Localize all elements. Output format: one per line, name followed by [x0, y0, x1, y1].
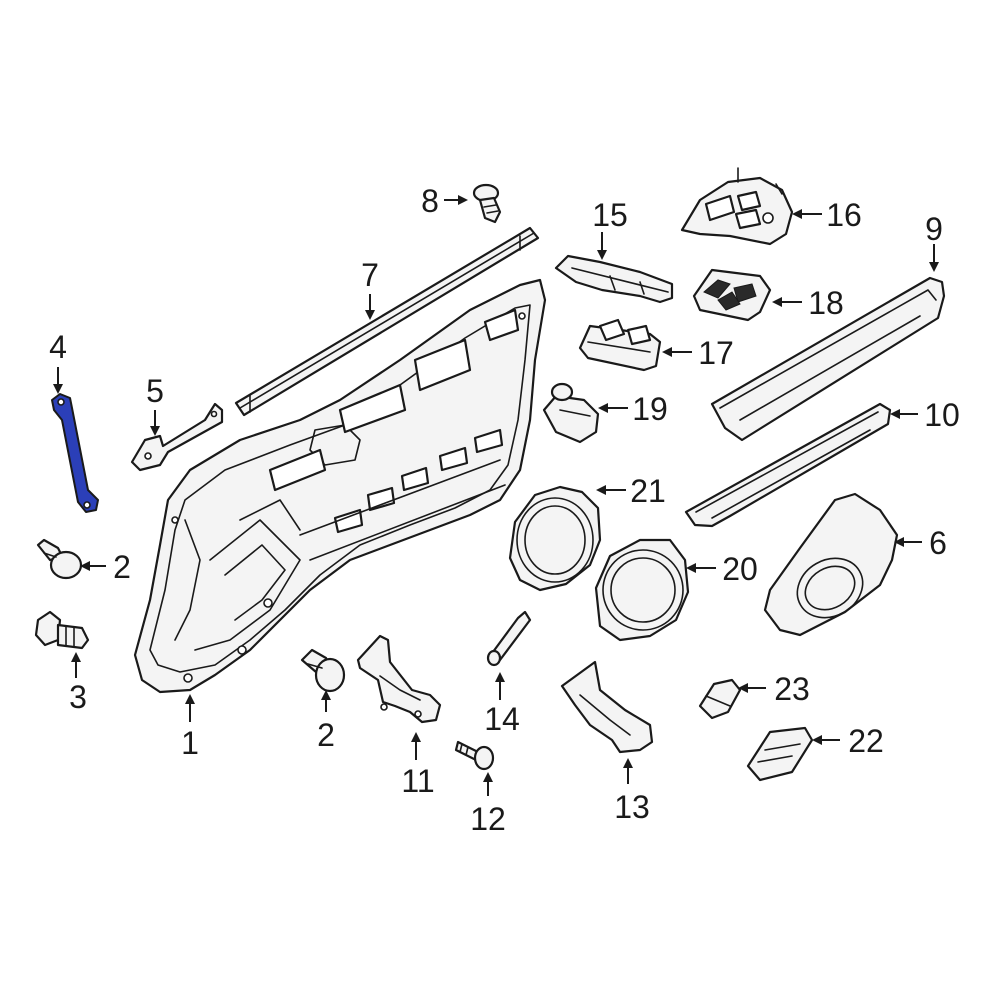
- callout-9: 9: [925, 211, 943, 247]
- callout-5: 5: [146, 373, 164, 409]
- part-21-speaker[interactable]: [508, 485, 602, 592]
- callout-17: 17: [698, 335, 734, 371]
- callout-15: 15: [592, 197, 628, 233]
- callout-21: 21: [630, 473, 666, 509]
- callout-3: 3: [69, 679, 87, 715]
- callout-23: 23: [774, 671, 810, 707]
- callout-11: 11: [401, 763, 434, 799]
- part-12-screw[interactable]: [454, 740, 495, 771]
- callout-20: 20: [722, 551, 758, 587]
- part-2-clip-lower[interactable]: [300, 648, 346, 693]
- leader-lines: [53, 195, 939, 796]
- part-7-weatherstrip[interactable]: [234, 226, 540, 417]
- callout-6: 6: [929, 525, 947, 561]
- part-11-bracket[interactable]: [356, 634, 442, 724]
- callout-14: 14: [484, 701, 520, 737]
- callout-2-upper: 2: [113, 549, 131, 585]
- callout-labels: 4 5 7 8 15 16 9 18 17 19 10 21 6 20 2 3 …: [49, 183, 960, 837]
- part-23-bulb[interactable]: [698, 678, 742, 720]
- callout-12: 12: [470, 801, 506, 837]
- callout-19: 19: [632, 391, 668, 427]
- part-20-speaker[interactable]: [594, 538, 690, 642]
- part-9-upper-garnish[interactable]: [710, 276, 946, 442]
- callout-2-lower: 2: [317, 717, 335, 753]
- part-14-rod[interactable]: [486, 610, 532, 667]
- part-15-switch-bezel[interactable]: [554, 254, 674, 304]
- callout-10: 10: [924, 397, 960, 433]
- part-4-pull-handle[interactable]: [51, 393, 99, 513]
- callout-1: 1: [181, 725, 199, 761]
- part-3-clip[interactable]: [34, 610, 90, 650]
- callout-4: 4: [49, 329, 67, 365]
- callout-18: 18: [808, 285, 844, 321]
- callout-8: 8: [421, 183, 439, 219]
- part-2-clip-upper[interactable]: [36, 538, 83, 580]
- part-5-bracket[interactable]: [130, 402, 224, 472]
- part-10-lower-garnish[interactable]: [684, 402, 892, 528]
- part-13-duct[interactable]: [560, 660, 654, 754]
- callout-16: 16: [826, 197, 862, 233]
- part-17-switch[interactable]: [578, 318, 662, 372]
- callout-22: 22: [848, 723, 884, 759]
- part-6-speaker-grille[interactable]: [763, 492, 899, 637]
- part-16-switch-panel[interactable]: [680, 167, 794, 246]
- callout-7: 7: [361, 257, 379, 293]
- part-8-clip[interactable]: [472, 183, 502, 224]
- part-18-window-switch[interactable]: [692, 268, 772, 322]
- part-1-door-panel[interactable]: [133, 278, 547, 694]
- callout-13: 13: [614, 789, 650, 825]
- part-19-mirror-switch[interactable]: [542, 382, 600, 444]
- part-22-lamp[interactable]: [746, 726, 814, 782]
